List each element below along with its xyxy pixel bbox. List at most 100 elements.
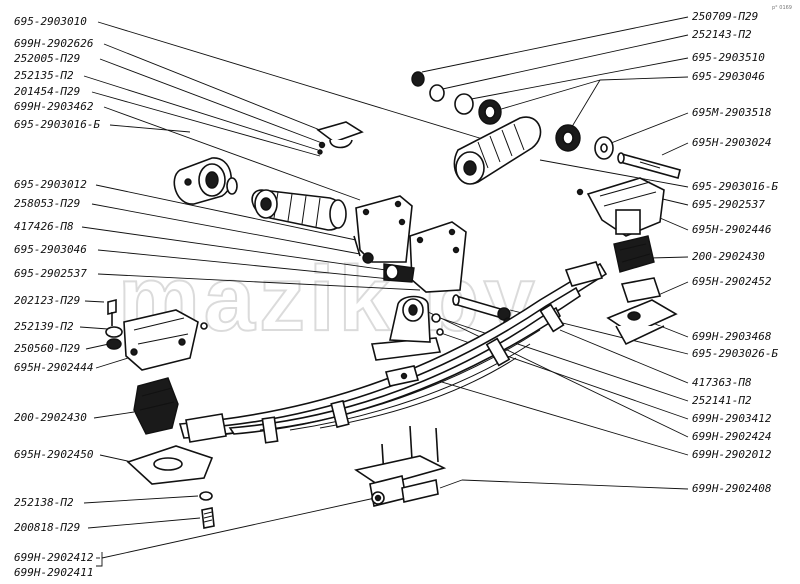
leader-l1 [97, 21, 487, 141]
washer-bottom [199, 491, 213, 501]
label-r9: 695Н-2902446 [692, 223, 772, 236]
leader-l17 [93, 411, 135, 419]
bracket-plate-b [409, 221, 467, 293]
leader-r4 [599, 76, 689, 81]
label-l1: 695-2903010 [14, 15, 87, 28]
small-nut [362, 252, 374, 264]
label-r10: 200-2902430 [692, 250, 765, 263]
leader-r19a [439, 479, 463, 489]
leader-l5 [91, 91, 321, 157]
label-l21: 699Н-2902412 [14, 551, 94, 564]
label-r4: 695-2903046 [692, 70, 765, 83]
right-hanger-stack [576, 177, 678, 346]
grease-cover [316, 121, 364, 155]
label-r7: 695-2903016-Б [692, 180, 778, 193]
right-spacer [620, 277, 662, 303]
leaf-clamp-1 [261, 416, 279, 444]
leader-l16 [95, 357, 129, 369]
leader-l4 [83, 75, 319, 151]
label-r14: 417363-П8 [692, 376, 752, 389]
nut-left [106, 338, 122, 350]
label-r16: 699Н-2903412 [692, 412, 772, 425]
label-r17: 699Н-2902424 [692, 430, 771, 443]
label-r13: 695-2903026-Б [692, 347, 778, 360]
label-l12: 695-2902537 [14, 267, 87, 280]
leader-r10 [649, 256, 689, 259]
label-l5: 201454-П29 [14, 85, 80, 98]
label-l10: 417426-П8 [14, 220, 74, 233]
label-l13: 202123-П29 [14, 294, 80, 307]
bolt-bottom [201, 507, 215, 529]
leader-r2 [437, 34, 689, 91]
leader-l11 [97, 249, 401, 281]
leader-r1 [421, 16, 689, 73]
label-l9: 258053-П29 [14, 197, 80, 210]
label-r18: 699Н-2902012 [692, 448, 772, 461]
spring-eye-left [185, 413, 227, 443]
spring-eye-right [564, 261, 604, 287]
leader-l9 [91, 203, 361, 255]
label-r12: 699Н-2903468 [692, 330, 772, 343]
label-l16: 695Н-2902444 [14, 361, 93, 374]
leaf-spring [178, 261, 608, 444]
left-hanger-stack [105, 298, 215, 529]
leader-l10 [81, 226, 387, 271]
leader-l7 [109, 124, 191, 133]
leader-r4a [497, 79, 601, 111]
u-bolt-assembly [353, 425, 447, 507]
corner-mark: p° 0169 [772, 5, 792, 11]
washer-left [105, 326, 123, 338]
leaf-clamp-3 [485, 337, 511, 367]
label-r1: 250709-П29 [692, 10, 758, 23]
shackle-pin [617, 152, 681, 179]
rubber-bellows-right [453, 116, 542, 185]
left-label-column: 695-2903010 699Н-2902626 252005-П29 2521… [14, 15, 100, 579]
label-l20: 200818-П29 [14, 521, 80, 534]
nut-small [411, 71, 425, 87]
leader-r19 [461, 479, 689, 490]
label-l18: 695Н-2902450 [14, 448, 94, 461]
washer-small [429, 84, 445, 102]
leader-l14 [79, 326, 109, 330]
left-leader-lines [79, 21, 487, 567]
leaf-clamp-4 [539, 303, 565, 333]
label-l7: 695-2903016-Б [14, 118, 100, 131]
bolt-left [107, 298, 117, 316]
label-l14: 252139-П2 [14, 320, 74, 333]
bracket-l21 [96, 552, 103, 567]
leader-r3 [465, 57, 689, 101]
label-r11: 695Н-2902452 [692, 275, 772, 288]
leader-l6 [103, 106, 361, 201]
leader-l3 [99, 58, 323, 144]
leader-l19 [83, 495, 199, 504]
right-rubber-pad [613, 235, 655, 273]
label-r15: 252141-П2 [692, 394, 752, 407]
leader-l18 [99, 454, 133, 463]
leader-l13 [84, 300, 105, 303]
label-r6: 695Н-2903024 [692, 136, 771, 149]
bracket-plate-a [355, 195, 413, 263]
right-bracket-top [586, 177, 665, 237]
label-l2: 699Н-2902626 [14, 37, 94, 50]
label-l4: 252135-П2 [14, 69, 74, 82]
leader-r17 [423, 309, 689, 438]
nut-washer-stack [411, 71, 502, 125]
label-r19: 699Н-2902408 [692, 482, 772, 495]
right-label-column: 250709-П29 252143-П2 695-2903510 695-290… [692, 10, 778, 495]
spring-hanger-center [370, 295, 444, 361]
bushing-pair-right [555, 124, 614, 160]
label-r3: 695-2903510 [692, 51, 765, 64]
label-l19: 252138-П2 [14, 496, 74, 509]
label-r2: 252143-П2 [692, 28, 752, 41]
label-r5: 695М-2903518 [692, 106, 772, 119]
leaf-clamp-2 [330, 399, 350, 429]
long-bolt [452, 294, 513, 327]
label-l6: 699Н-2903462 [14, 100, 94, 113]
label-l8: 695-2903012 [14, 178, 87, 191]
leader-r15 [439, 317, 689, 402]
leader-r4b [569, 79, 601, 131]
label-l11: 695-2903046 [14, 243, 87, 256]
leader-r11 [655, 281, 689, 297]
label-l15: 250560-П29 [14, 342, 80, 355]
